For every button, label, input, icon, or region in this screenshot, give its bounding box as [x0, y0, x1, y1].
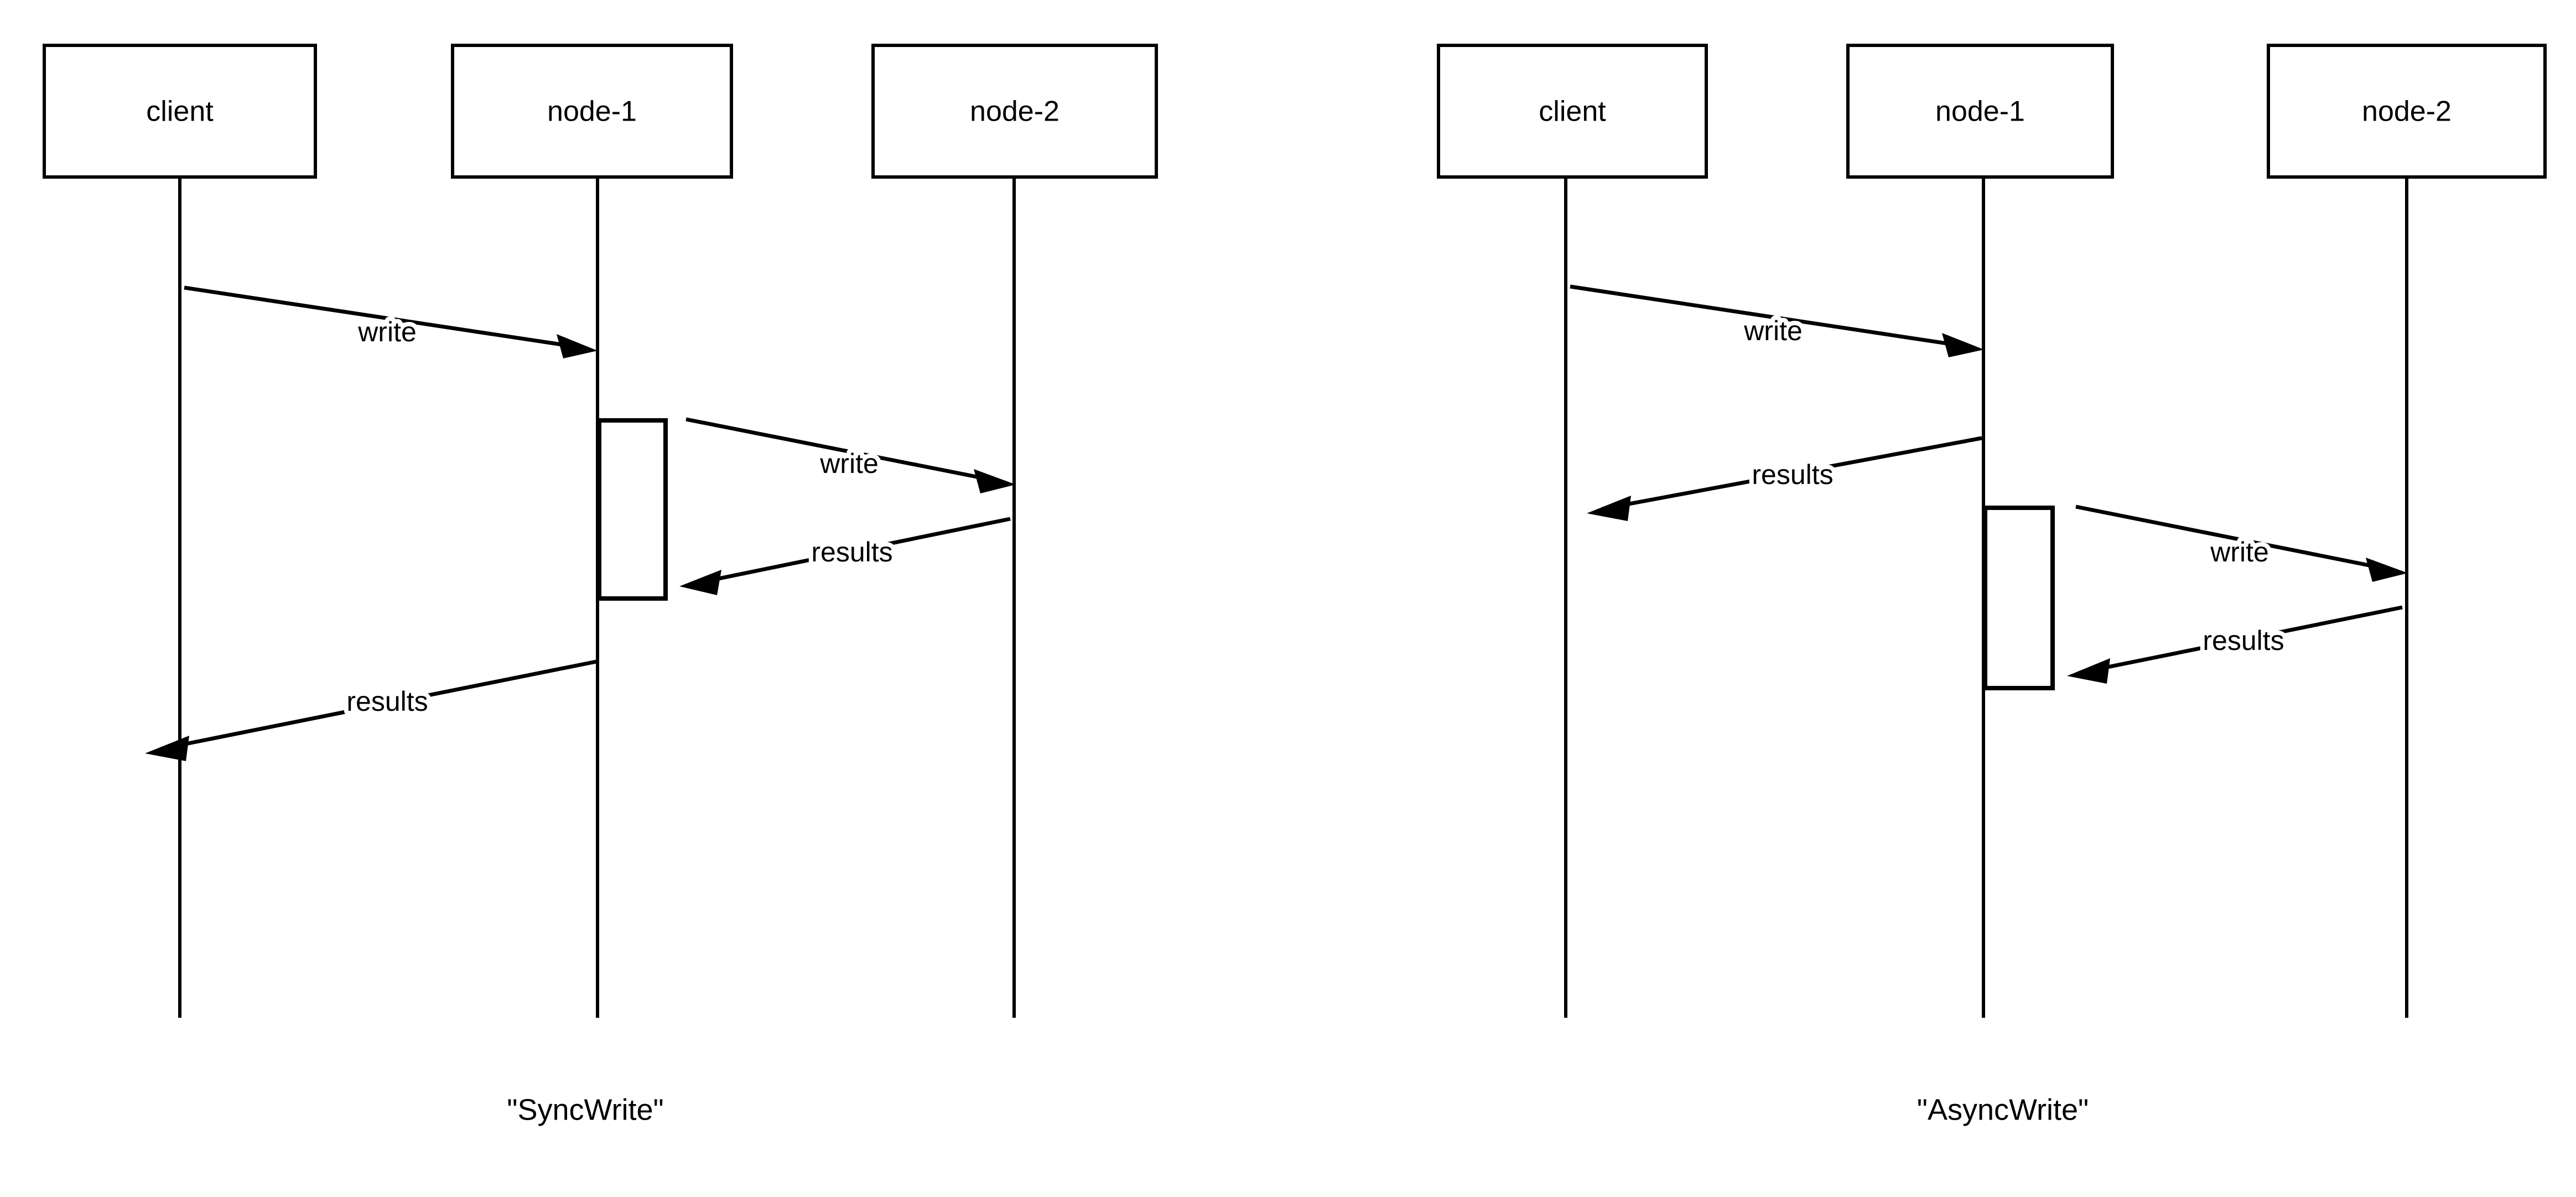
- message-line: [184, 285, 588, 351]
- svg-text:write: write: [357, 316, 417, 347]
- message-line: [160, 659, 597, 751]
- participant-box-client: [43, 44, 317, 179]
- message-results-node-2-to-node-1: results results: [679, 517, 1011, 595]
- diagram-caption-async-write: "AsyncWrite": [1917, 1093, 2089, 1126]
- svg-text:results: results: [2203, 625, 2284, 656]
- participant-label-node-1: node-1: [1935, 96, 2025, 128]
- diagram-caption-sync-write: "SyncWrite": [507, 1093, 663, 1126]
- svg-text:results: results: [811, 537, 892, 568]
- message-write-client-to-node-1: write write: [184, 285, 598, 358]
- participant-box-node-2: [2267, 44, 2547, 179]
- participant-box-client: [1437, 44, 1708, 179]
- message-label: results: [811, 537, 892, 568]
- arrow-head-icon: [2067, 658, 2110, 684]
- svg-text:write: write: [1743, 315, 1803, 346]
- message-write-node-1-to-node-2: write write: [2075, 504, 2408, 582]
- svg-text:results: results: [346, 686, 428, 717]
- message-write-node-1-to-node-2: write write: [685, 417, 1016, 493]
- participant-box-node-2: [871, 44, 1158, 179]
- activation-bar-node-1: [1983, 506, 2055, 690]
- message-label: write: [1743, 315, 1803, 346]
- message-results-node-1-to-client: results results: [1587, 436, 1982, 521]
- arrow-head-icon: [1587, 496, 1631, 521]
- message-label: write: [2210, 537, 2269, 568]
- message-line: [2080, 605, 2403, 675]
- diagram-sync-write: client node-1 node-2 write write: [43, 44, 1158, 1126]
- message-label: write: [357, 316, 417, 347]
- diagram-async-write: client node-1 node-2 write write: [1437, 44, 2547, 1126]
- participant-label-node-2: node-2: [2362, 96, 2452, 128]
- message-label: results: [346, 686, 428, 717]
- message-label: results: [2203, 625, 2284, 656]
- participant-node-1[interactable]: node-1: [1846, 44, 2114, 179]
- svg-text:write: write: [819, 448, 879, 479]
- participant-label-client: client: [146, 96, 214, 128]
- participant-box-node-1: [451, 44, 733, 179]
- arrow-head-icon: [1942, 333, 1984, 357]
- arrow-head-icon: [2366, 558, 2408, 582]
- arrow-head-icon: [145, 736, 189, 761]
- participant-label-node-2: node-2: [970, 96, 1060, 128]
- message-label: write: [819, 448, 879, 479]
- participant-node-2[interactable]: node-2: [871, 44, 1158, 179]
- participant-label-node-1: node-1: [547, 96, 637, 128]
- svg-text:write: write: [2210, 537, 2269, 568]
- message-line: [1570, 284, 1973, 350]
- message-line: [1602, 436, 1982, 511]
- participant-label-client: client: [1539, 96, 1606, 128]
- arrow-head-icon: [974, 469, 1016, 493]
- activation-bar-node-1: [597, 418, 668, 601]
- message-line: [685, 417, 1005, 485]
- participant-node-2[interactable]: node-2: [2267, 44, 2547, 179]
- message-results-node-1-to-client: results results: [145, 659, 597, 761]
- message-line: [2075, 504, 2397, 573]
- message-results-node-2-to-node-1: results results: [2067, 605, 2403, 684]
- participant-node-1[interactable]: node-1: [451, 44, 733, 179]
- svg-text:results: results: [1752, 459, 1833, 490]
- participant-client[interactable]: client: [43, 44, 317, 179]
- arrow-head-icon: [679, 570, 721, 595]
- participant-client[interactable]: client: [1437, 44, 1708, 179]
- message-line: [691, 517, 1011, 586]
- participant-box-node-1: [1846, 44, 2114, 179]
- message-write-client-to-node-1: write write: [1570, 284, 1984, 357]
- arrow-head-icon: [557, 334, 598, 358]
- message-label: results: [1752, 459, 1833, 490]
